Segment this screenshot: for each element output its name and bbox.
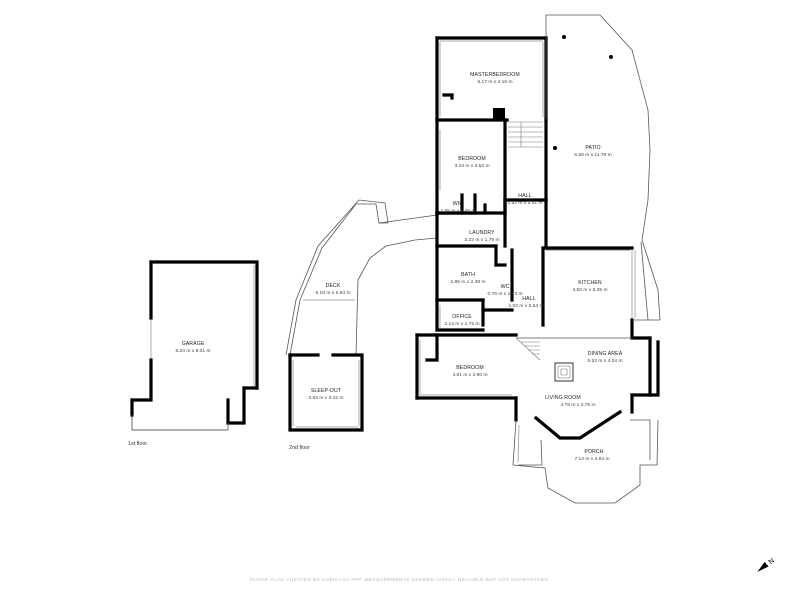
patio-label: PATIO 5.55 m x 11.79 m <box>574 145 611 158</box>
floor-label-second: 2nd floor <box>289 445 310 451</box>
floor-label-first: 1st floor <box>128 441 147 447</box>
room-dimensions: 4.50 m x 5.35 m <box>572 287 607 293</box>
room-dimensions: 0.76 m x 1.73 m <box>487 291 522 297</box>
room-name: MASTERBEDROOM <box>470 72 520 78</box>
bedroom-1-label: BEDROOM 3.24 m x 3.54 m <box>454 156 489 169</box>
living-room-label: LIVING ROOM 4.78 m x 3.75 m <box>545 395 595 408</box>
wc-label: WC 0.76 m x 1.73 m <box>487 284 522 297</box>
deck-outline <box>285 199 438 356</box>
office-label: OFFICE 2.14 m x 1.75 m <box>444 314 479 327</box>
room-name: HALL <box>518 193 531 199</box>
room-dimensions: 3.63 m x 3.42 m <box>308 395 343 401</box>
room-name: KITCHEN <box>578 280 602 286</box>
room-dimensions: 2.86 m x 2.39 m <box>450 279 485 285</box>
room-name: OFFICE <box>452 314 472 320</box>
north-arrow-icon: N <box>757 557 776 572</box>
bedroom-2-label: BEDROOM 4.81 m x 2.90 m <box>452 365 487 378</box>
room-name: DECK <box>326 283 341 289</box>
room-name: PATIO <box>585 145 600 151</box>
room-name: LAUNDRY <box>469 230 495 236</box>
sleep-out-label: SLEEP-OUT 3.63 m x 3.42 m <box>308 388 343 401</box>
room-dimensions: 6.24 m x 8.01 m <box>175 348 210 354</box>
bath-label: BATH 2.86 m x 2.39 m <box>450 272 485 285</box>
room-dimensions: 1.55 m x 1.46 m <box>440 208 475 214</box>
room-name: BATH <box>461 272 475 278</box>
room-name: LIVING ROOM <box>545 395 581 401</box>
porch-label: PORCH 7.14 m x 4.84 m <box>574 449 609 462</box>
room-dimensions: 1.03 m x 5.54 m <box>508 303 543 309</box>
room-name: WIC <box>453 201 464 207</box>
hall-2-label: HALL 1.03 m x 5.54 m <box>508 296 543 309</box>
room-name: BEDROOM <box>458 156 486 162</box>
main-house-walls <box>415 14 661 504</box>
room-dimensions: 5.17 m x 4.15 m <box>477 79 512 85</box>
room-dimensions: 6.18 m x 5.84 m <box>315 290 350 296</box>
dining-area-label: DINING AREA 5.52 m x 4.04 m <box>587 351 622 364</box>
room-dimensions: 2.22 m x 1.79 m <box>464 237 499 243</box>
room-dimensions: 4.78 m x 3.75 m <box>560 402 595 408</box>
garage-label: GARAGE 6.24 m x 8.01 m <box>175 341 210 354</box>
sleep-out-walls <box>288 353 364 432</box>
room-dimensions: 7.14 m x 4.84 m <box>574 456 609 462</box>
kitchen-label: KITCHEN 4.50 m x 5.35 m <box>572 280 607 293</box>
room-name: HALL <box>522 296 535 302</box>
compass-letter: N <box>768 557 776 566</box>
room-dimensions: 2.14 m x 1.75 m <box>444 321 479 327</box>
room-dimensions: 5.55 m x 11.79 m <box>574 152 611 158</box>
room-dimensions: 4.81 m x 2.90 m <box>452 372 487 378</box>
posts <box>553 35 613 150</box>
room-name: DINING AREA <box>588 351 623 357</box>
footer-disclaimer: FLOOR PLAN CREATED BY CUBICASA APP. MEAS… <box>249 578 551 583</box>
room-name: SLEEP-OUT <box>311 388 342 394</box>
garage-walls <box>130 260 259 431</box>
wic-label: WIC 1.55 m x 1.46 m <box>440 201 475 214</box>
room-name: PORCH <box>584 449 603 455</box>
room-name: BEDROOM <box>456 365 484 371</box>
deck-label: DECK 6.18 m x 5.84 m <box>315 283 350 296</box>
room-dimensions: 1.83 m x 5.41 m <box>507 200 542 206</box>
room-dimensions: 3.24 m x 3.54 m <box>454 163 489 169</box>
laundry-label: LAUNDRY 2.22 m x 1.79 m <box>464 230 499 243</box>
room-dimensions: 5.52 m x 4.04 m <box>587 358 622 364</box>
room-name: WC <box>501 284 510 290</box>
room-name: GARAGE <box>182 341 205 347</box>
hall-1-label: HALL 1.83 m x 5.41 m <box>507 193 542 206</box>
master-bedroom-label: MASTERBEDROOM 5.17 m x 4.15 m <box>470 72 520 85</box>
